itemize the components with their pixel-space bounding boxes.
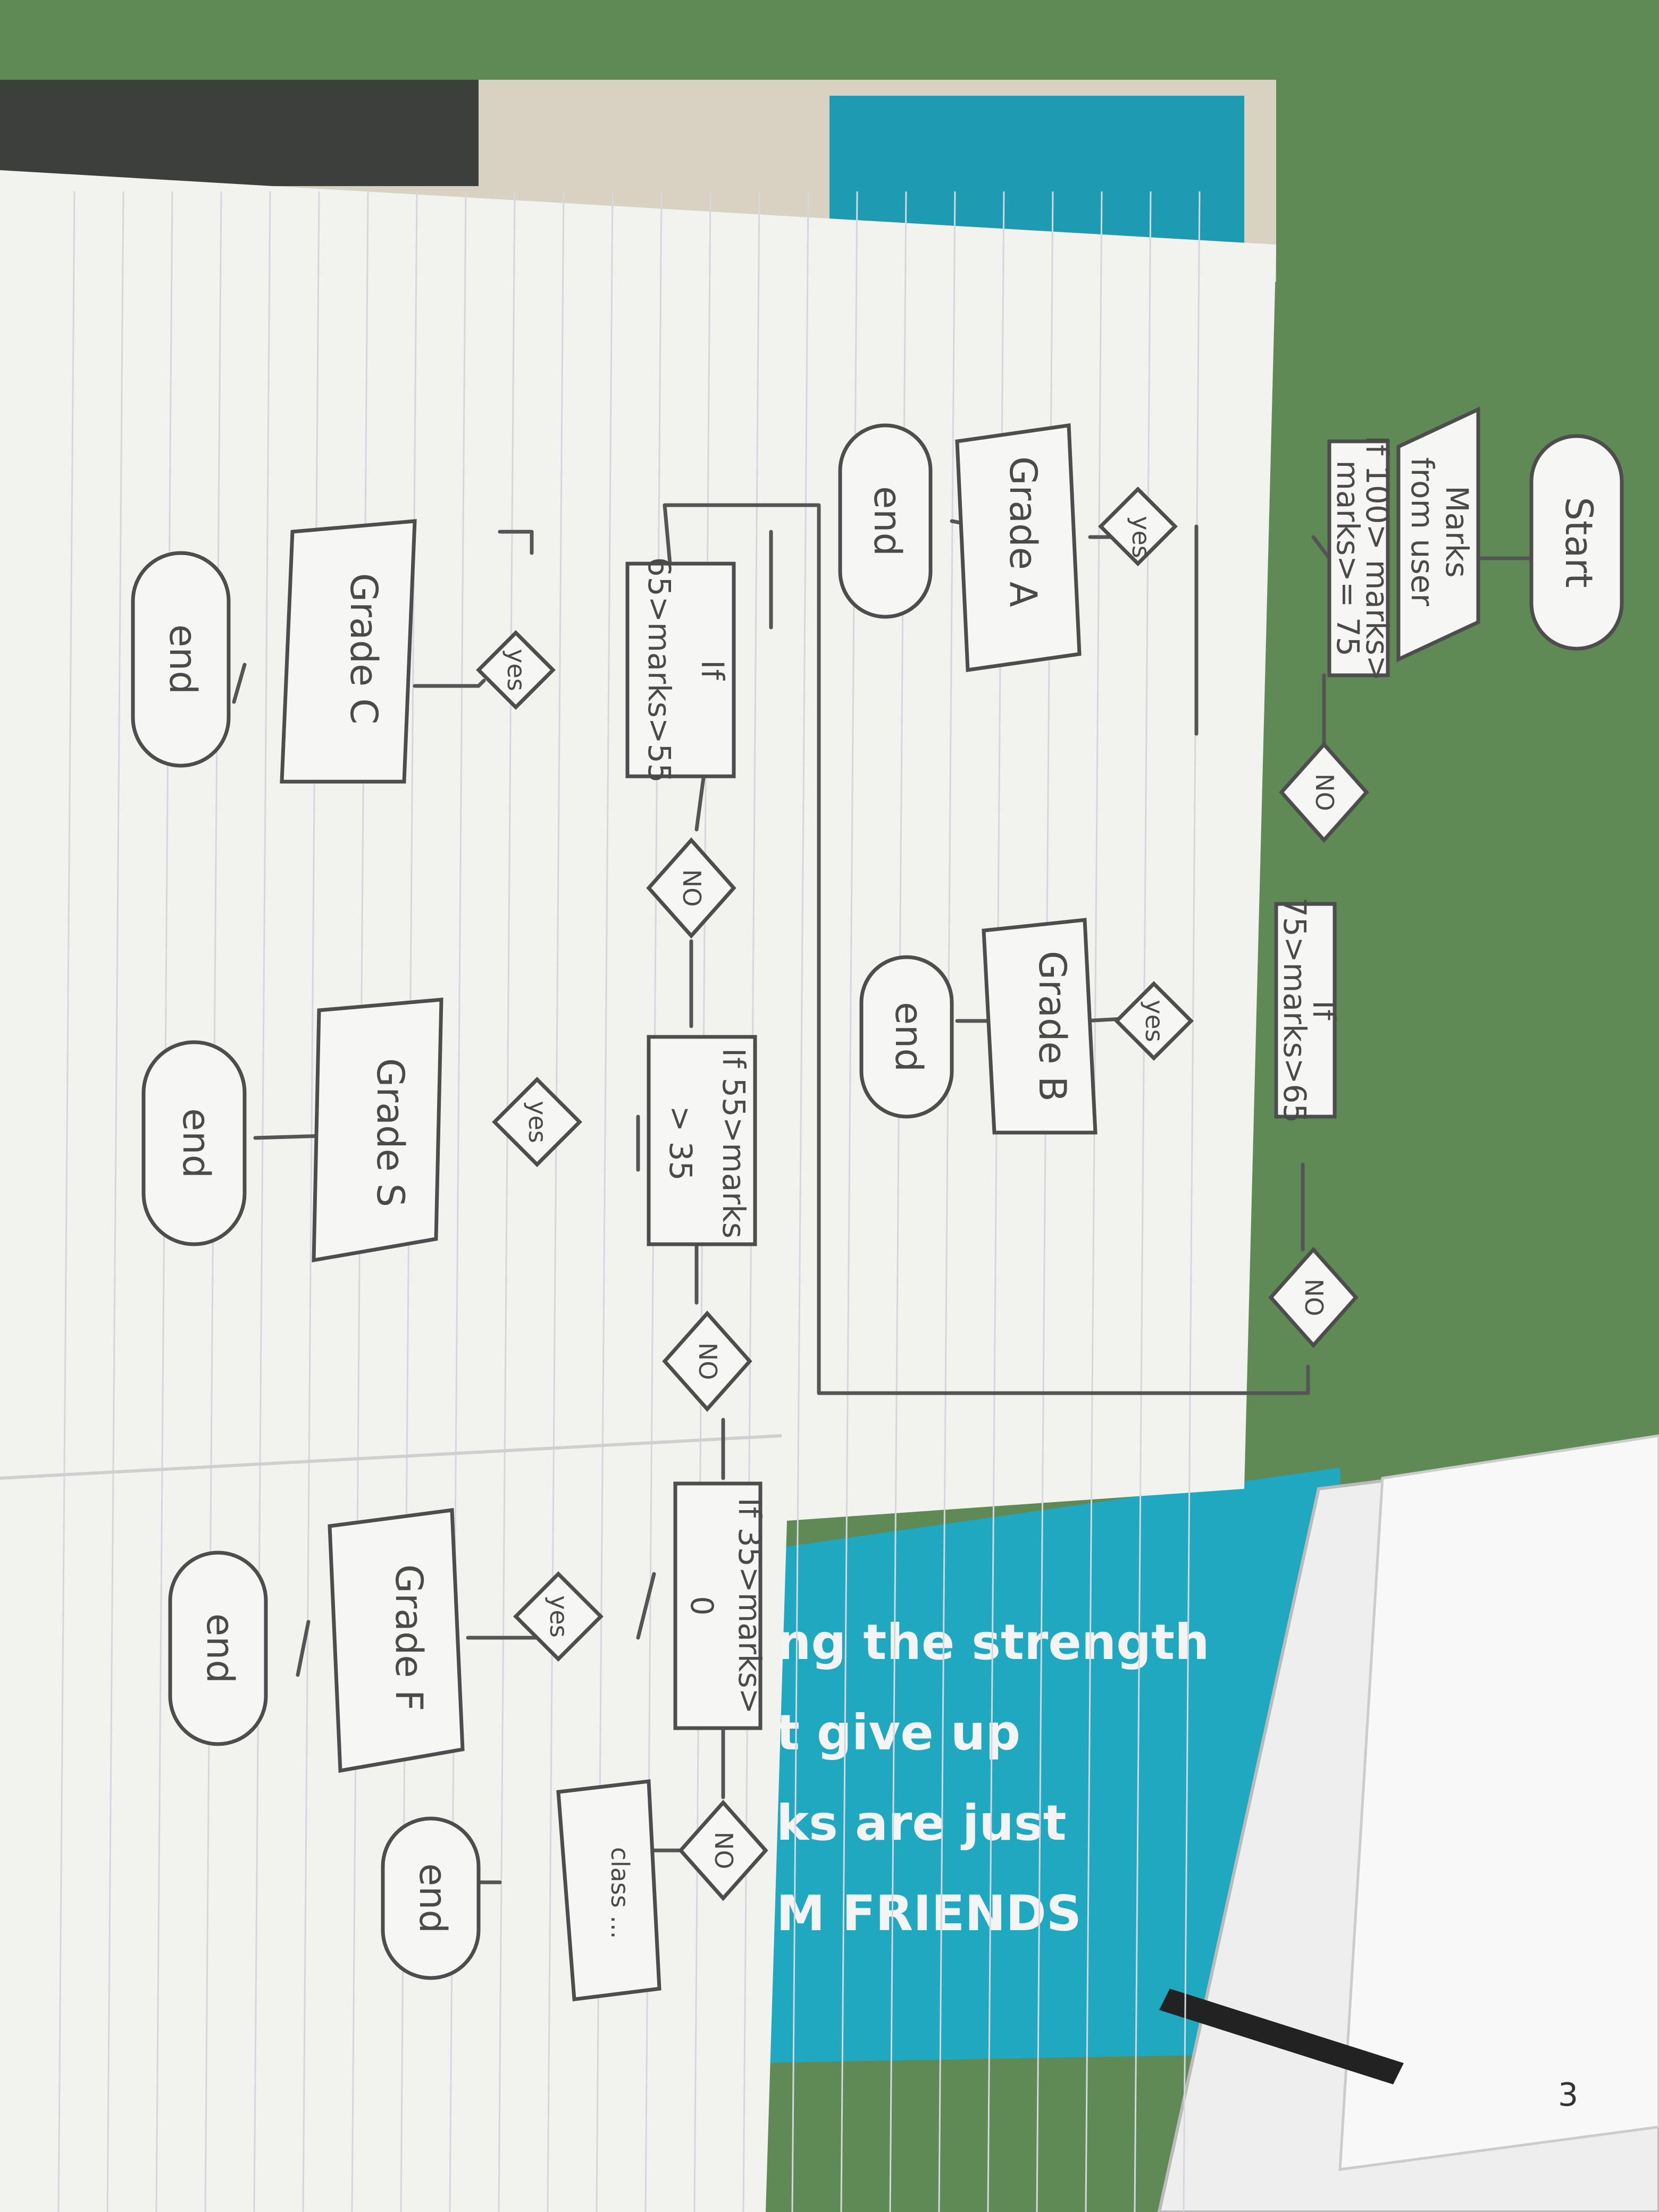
decision-3-line-2: 65>marks>55: [641, 557, 677, 783]
ruled-line: [253, 191, 271, 2212]
grade-s-text: Grade S: [368, 1058, 412, 1207]
yes-diamond-1: yes: [1098, 487, 1178, 566]
paper-stack-top: [1338, 1434, 1659, 2171]
no-label-1: NO: [1310, 774, 1339, 811]
decision-3-line-1: If: [694, 660, 731, 681]
decision-2-line-1: If: [1306, 1000, 1342, 1021]
yes-label-5: yes: [544, 1595, 573, 1638]
no-label-3: NO: [677, 869, 706, 907]
grade-f-output: Grade F: [328, 1508, 465, 1773]
grade-c-output: Grade C: [280, 519, 417, 784]
no-diamond-2: NO: [1268, 1246, 1359, 1348]
decision-5: If 35>marks> 0: [673, 1481, 768, 1730]
grid-board: [0, 80, 479, 186]
no-diamond-4: NO: [662, 1310, 752, 1412]
page-fold: [0, 1434, 782, 1480]
yes-label-3: yes: [502, 649, 531, 691]
end-c-text: end: [161, 624, 205, 694]
no-label-4: NO: [693, 1343, 722, 1380]
yes-label-1: yes: [1127, 516, 1155, 558]
no-diamond-1: NO: [1279, 741, 1369, 843]
ruled-line: [547, 191, 565, 2212]
end-c: end: [131, 551, 231, 768]
start-text: Start: [1557, 497, 1601, 588]
no-diamond-5: NO: [678, 1799, 768, 1901]
decision-4-line-1: If 55>marks: [716, 1048, 752, 1238]
class-output-text: class ...: [606, 1847, 634, 1939]
end-a-text: end: [866, 486, 909, 556]
misc-digit: 3: [1558, 2076, 1578, 2114]
decision-1: If 100> marks> marks>= 75: [1327, 435, 1395, 681]
yes-diamond-3: yes: [476, 630, 556, 710]
poster-line-2: t give up: [776, 1704, 1020, 1761]
decision-4-line-2: > 35: [663, 1106, 699, 1181]
grade-f-text: Grade F: [387, 1564, 431, 1711]
input-line-2: from user: [1404, 457, 1440, 606]
yes-diamond-4: yes: [492, 1077, 582, 1167]
black-strip: [1159, 1989, 1404, 2084]
no-label-5: NO: [709, 1832, 738, 1870]
input-line-1: Marks: [1439, 485, 1475, 577]
input-marks: Marks from user: [1396, 406, 1480, 663]
end-class: end: [381, 1816, 481, 1980]
grade-a-output: Grade A: [955, 423, 1082, 673]
grade-b-text: Grade B: [1030, 951, 1074, 1102]
end-f-text: end: [198, 1613, 242, 1683]
end-s-text: end: [174, 1108, 218, 1178]
ruled-line: [1085, 191, 1103, 2212]
yes-diamond-5: yes: [513, 1571, 604, 1662]
class-output: class ...: [556, 1779, 661, 2001]
grade-a-text: Grade A: [1001, 456, 1045, 607]
decision-2: If 75>marks>65: [1274, 898, 1342, 1124]
ruled-line: [938, 191, 956, 2212]
decision-2-line-2: 75>marks>65: [1277, 898, 1313, 1124]
poster-line-4: M FRIENDS: [776, 1885, 1082, 1942]
decision-1-line-2: marks>= 75: [1330, 460, 1366, 656]
no-diamond-3: NO: [646, 837, 736, 939]
decision-5-line-1: If 35>marks>: [732, 1498, 768, 1714]
end-f: end: [168, 1551, 268, 1746]
end-a: end: [838, 423, 933, 619]
ruled-line: [791, 191, 809, 2212]
yes-diamond-2: yes: [1114, 981, 1194, 1061]
grade-s-output: Grade S: [312, 998, 443, 1263]
end-class-text: end: [411, 1863, 455, 1933]
yes-label-4: yes: [523, 1101, 552, 1143]
start-terminal: Start: [1529, 434, 1624, 651]
end-b-text: end: [887, 1002, 931, 1072]
no-label-2: NO: [1300, 1279, 1328, 1317]
ruled-line: [498, 191, 516, 2212]
decision-1-line-1: If 100> marks>: [1359, 435, 1395, 681]
decision-4: If 55>marks > 35: [647, 1035, 757, 1246]
grade-b-output: Grade B: [982, 918, 1097, 1135]
decision-5-line-2: 0: [684, 1596, 720, 1616]
ruled-line: [57, 191, 76, 2212]
poster-line-3: ks are just: [776, 1795, 1067, 1851]
poster: [744, 1468, 1361, 2063]
yes-label-2: yes: [1140, 1000, 1169, 1042]
grade-c-text: Grade C: [342, 573, 386, 725]
decision-3: If 65>marks>55: [625, 557, 736, 783]
ruled-line: [106, 191, 124, 2212]
end-b: end: [859, 955, 954, 1119]
end-s: end: [141, 1040, 247, 1246]
